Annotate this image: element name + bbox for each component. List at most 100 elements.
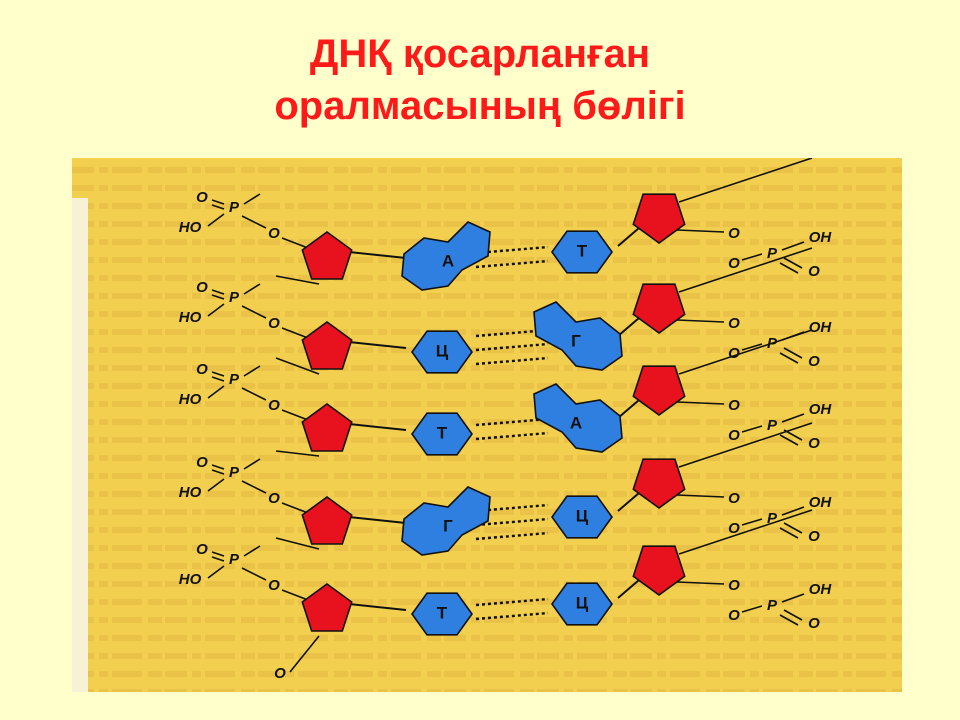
molecule-shapes-layer xyxy=(301,193,686,636)
row-1-left-down-bond xyxy=(241,215,267,229)
row-4-left-oxygen-top-label: O xyxy=(196,454,208,471)
row-5-left-down-bond xyxy=(241,567,267,581)
row-2-left-oxygen-top-label: O xyxy=(196,279,208,296)
row-3-left-ester-bond xyxy=(281,409,309,421)
row-5-right-base-letter: Ц xyxy=(576,593,589,612)
row-4-right-mid-bond xyxy=(741,518,763,526)
row-1-right-oxygen-bottom-label: O xyxy=(808,263,820,280)
row-4-left-base-shape xyxy=(401,486,491,556)
row-5-left-glycosidic-bond xyxy=(348,603,407,611)
row-3-right-oxygen-bottom-label: O xyxy=(808,435,820,452)
row-4-left-ester-bond xyxy=(281,502,309,514)
row-3-left-ho-bond xyxy=(207,385,225,399)
row-5-left-backbone-tail xyxy=(289,635,320,673)
row-1-right-oh-bond xyxy=(781,241,805,251)
row-2-left-up-bond xyxy=(243,283,261,295)
row-1-left-up-bond xyxy=(243,193,261,205)
row-2-right-double-bond-a xyxy=(783,347,803,359)
row-4-left-up-bond xyxy=(243,458,261,470)
row-3-right-sugar xyxy=(632,365,686,416)
row-1-right-upper-chain-bond xyxy=(678,158,813,203)
row-5-right-oxygen-bottom-label: O xyxy=(808,615,820,632)
row-1-left-ester-bond xyxy=(281,237,309,249)
row-1-left-oxygen-top-label: O xyxy=(196,189,208,206)
row-4-hydrogen-bond-2 xyxy=(475,517,549,527)
row-1-left-glycosidic-bond xyxy=(348,251,407,259)
row-5-right-sugar xyxy=(632,545,686,596)
row-4-left-down-bond xyxy=(241,480,267,494)
row-2-right-mid-bond xyxy=(741,343,763,351)
row-4-left-oxygen-bottom-label: O xyxy=(268,490,280,507)
row-2-left-phosphate-label: P xyxy=(229,289,240,306)
row-4-right-double-bond-a xyxy=(783,522,803,534)
row-2-right-hydroxyl-label: OH xyxy=(809,319,833,336)
row-2-right-glycosidic-bond xyxy=(617,317,640,337)
row-2-right-base-shape xyxy=(533,301,623,371)
row-4-left-double-bond-a xyxy=(211,464,225,470)
row-4-right-base-letter: Ц xyxy=(576,506,589,525)
row-1-left-double-bond-a xyxy=(211,199,225,205)
row-5-left-oxygen-top-label: O xyxy=(196,541,208,558)
row-2-right-sugar xyxy=(632,283,686,334)
row-3-left-oxygen-bottom-label: O xyxy=(268,397,280,414)
row-5-left-up-bond xyxy=(243,545,261,557)
row-2-left-backbone-bond xyxy=(275,357,320,375)
row-2-left-ester-bond xyxy=(281,327,309,339)
row-3-right-phosphate-label: P xyxy=(767,417,778,434)
row-4-right-upper-chain-bond xyxy=(678,422,813,468)
row-1-left-sugar xyxy=(301,231,353,280)
figure-left-shadow xyxy=(72,198,88,692)
row-2-left-ho-bond xyxy=(207,303,225,317)
row-3-right-oh-bond xyxy=(781,413,805,423)
row-1-right-double-bond-a xyxy=(783,257,803,269)
row-3-hydrogen-bond-2 xyxy=(475,431,549,441)
row-2-left-base-shape xyxy=(411,330,473,374)
row-2-right-double-bond-b xyxy=(779,352,799,364)
slide-title: ДНҚ қосарланған оралмасының бөлігі xyxy=(0,28,960,132)
backbone-bonds-layer xyxy=(207,158,813,673)
row-5-left-oxygen-bottom-label: O xyxy=(268,577,280,594)
row-4-left-backbone-bond xyxy=(275,537,320,550)
row-2-left-base-letter: Ц xyxy=(436,341,449,360)
row-5-right-double-bond-b xyxy=(779,614,799,626)
row-5-left-base-shape xyxy=(411,592,473,636)
row-5-hydrogen-bond-2 xyxy=(475,611,549,621)
row-1-right-oxygen-top-label: O xyxy=(728,225,740,242)
row-1-right-base-letter: Т xyxy=(577,241,588,260)
row-1-left-ho-bond xyxy=(207,213,225,227)
row-1-left-oxygen-bottom-label: O xyxy=(268,225,280,242)
row-4-right-oxygen-bottom-label: O xyxy=(808,528,820,545)
row-1-right-double-bond-b xyxy=(779,262,799,274)
row-4-right-base-shape xyxy=(551,495,613,539)
row-4-left-base-letter: Г xyxy=(443,516,453,535)
row-3-right-base-shape xyxy=(533,383,623,453)
row-5-left-double-bond-b xyxy=(211,556,225,562)
row-2-hydrogen-bond-3 xyxy=(475,356,549,366)
row-5-right-oxygen-top-label: O xyxy=(728,577,740,594)
row-3-left-double-bond-b xyxy=(211,376,225,382)
row-3-right-upper-chain-bond xyxy=(678,329,813,375)
row-1-right-mid-bond xyxy=(741,253,763,261)
row-3-hydrogen-bond-1 xyxy=(475,417,549,427)
row-5-left-phosphate-label: P xyxy=(229,551,240,568)
row-3-left-double-bond-a xyxy=(211,371,225,377)
row-4-left-hydroxyl-label: HO xyxy=(179,484,202,501)
row-2-right-oxygen-mid-label: O xyxy=(728,345,740,362)
row-5-left-tail-oxygen-label: O xyxy=(274,665,286,682)
row-1-right-sugar xyxy=(632,193,686,244)
row-3-left-base-letter: Т xyxy=(437,423,448,442)
row-4-right-glycosidic-bond xyxy=(617,492,640,512)
row-5-left-hydroxyl-label: HO xyxy=(179,571,202,588)
row-4-right-oxygen-top-label: O xyxy=(728,490,740,507)
row-2-right-oxygen-bottom-label: O xyxy=(808,353,820,370)
row-2-left-down-bond xyxy=(241,305,267,319)
row-4-right-double-bond-b xyxy=(779,527,799,539)
row-1-right-glycosidic-bond xyxy=(617,227,640,247)
row-4-right-oxygen-mid-label: O xyxy=(728,520,740,537)
row-1-right-base-shape xyxy=(551,230,613,274)
row-4-right-sugar-o-bond xyxy=(676,494,725,498)
row-2-left-glycosidic-bond xyxy=(348,341,407,349)
row-5-right-upper-chain-bond xyxy=(678,509,813,555)
row-3-right-hydroxyl-label: OH xyxy=(809,401,833,418)
